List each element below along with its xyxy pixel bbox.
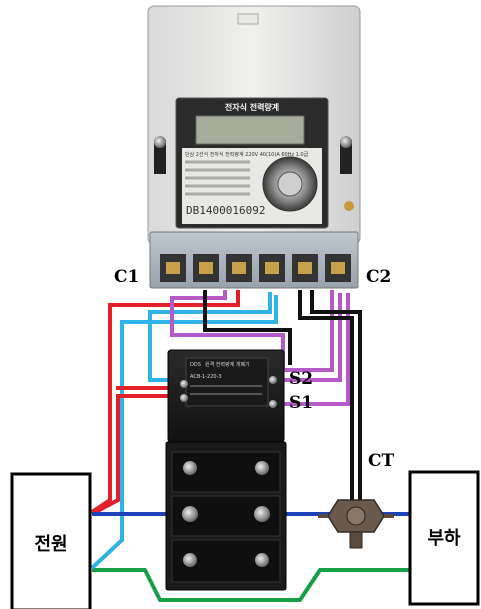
load-label: 부하 xyxy=(427,528,461,549)
label-s2: S2 xyxy=(289,369,313,389)
cyan-wire-left xyxy=(90,295,278,570)
purple-wire-left xyxy=(170,290,334,372)
relay-title: 원격 전력량계 개폐기 xyxy=(205,361,250,368)
relay-terminal-s1 xyxy=(269,400,277,408)
black-wire-ct-a xyxy=(298,290,354,500)
breaker-screw-5 xyxy=(183,553,197,567)
label-s1: S1 xyxy=(289,393,313,413)
relay-label-plate xyxy=(185,357,269,407)
red-wire-outer xyxy=(90,290,240,514)
purple-wire-s1 xyxy=(275,293,350,406)
green-wire xyxy=(92,568,410,602)
meter-spec-line: 단상 2선식 전자식 전력량계 220V 40(10)A 60Hz 1.0급 xyxy=(185,151,309,158)
black-wire-ct-b xyxy=(310,290,362,500)
relay-terminal-left-2 xyxy=(180,394,188,402)
power-source-label: 전원 xyxy=(34,534,67,555)
black-wire-1 xyxy=(203,290,292,365)
breaker-screw-1 xyxy=(183,461,197,475)
load-box xyxy=(408,470,480,606)
cyan-wire-relay xyxy=(148,292,272,382)
purple-wire-s2 xyxy=(275,293,342,382)
meter-serial: DB1400016092 xyxy=(186,204,265,217)
label-c2: C2 xyxy=(366,267,391,287)
red-wire-inner xyxy=(91,394,182,516)
breaker-screw-6 xyxy=(255,553,269,567)
power-source-box xyxy=(10,472,92,609)
relay-model: ACB-1-220-3 xyxy=(190,374,222,380)
relay-terminal-left-1 xyxy=(180,380,188,388)
right-seal xyxy=(340,140,352,174)
label-c1: C1 xyxy=(114,267,139,287)
current-transformer xyxy=(318,499,394,549)
meter-terminals xyxy=(160,254,351,282)
breaker-screw-3 xyxy=(182,506,198,522)
breaker-screw-4 xyxy=(254,506,270,522)
meter-top-tab xyxy=(237,13,259,25)
remote-switch-unit: DDS 원격 전력량계 개폐기 ACB-1-220-3 xyxy=(165,349,287,591)
label-ct: CT xyxy=(368,451,395,471)
left-seal xyxy=(154,140,166,174)
electricity-meter: 전자식 전력량계 단상 2선식 전자식 전력량계 220V 40(10)A 60… xyxy=(147,5,361,289)
meter-lcd xyxy=(195,115,305,145)
relay-terminal-s2 xyxy=(269,376,277,384)
meter-title: 전자식 전력량계 xyxy=(225,102,279,112)
breaker-screw-2 xyxy=(255,461,269,475)
relay-brand: DDS xyxy=(190,362,201,368)
